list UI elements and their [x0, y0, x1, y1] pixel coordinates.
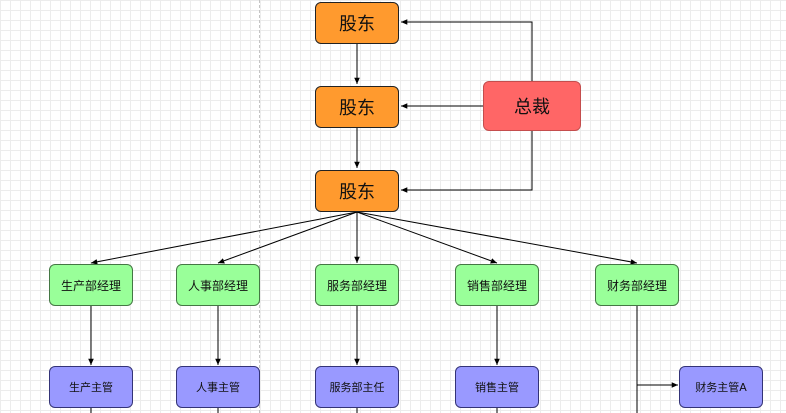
- shareholder-node-3[interactable]: 股东: [315, 170, 399, 212]
- sales-supervisor-node[interactable]: 销售主管: [455, 366, 539, 408]
- finance-manager-node[interactable]: 财务部经理: [595, 264, 679, 306]
- edge-shareholder3-to-finance-manager: [356, 211, 638, 265]
- shareholder-node-1[interactable]: 股东: [315, 2, 399, 44]
- finance-supervisor-a-node[interactable]: 财务主管A: [679, 366, 763, 408]
- hr-supervisor-node[interactable]: 人事主管: [176, 366, 260, 408]
- hr-manager-node[interactable]: 人事部经理: [176, 264, 260, 306]
- president-node[interactable]: 总裁: [483, 81, 581, 131]
- edge-shareholder3-to-production-manager: [90, 211, 358, 265]
- sales-manager-node[interactable]: 销售部经理: [455, 264, 539, 306]
- production-supervisor-node[interactable]: 生产主管: [49, 366, 133, 408]
- edge-shareholder3-to-sales-manager: [356, 211, 498, 264]
- edge-president-to-shareholder3: [401, 131, 533, 193]
- service-director-node[interactable]: 服务部主任: [315, 366, 399, 408]
- service-manager-node[interactable]: 服务部经理: [315, 264, 399, 306]
- shareholder-node-2[interactable]: 股东: [315, 86, 399, 128]
- production-manager-node[interactable]: 生产部经理: [49, 264, 133, 306]
- edge-shareholder3-to-hr-manager: [217, 211, 358, 264]
- page-break-guide: [259, 0, 260, 413]
- edge-president-to-shareholder1: [401, 19, 533, 81]
